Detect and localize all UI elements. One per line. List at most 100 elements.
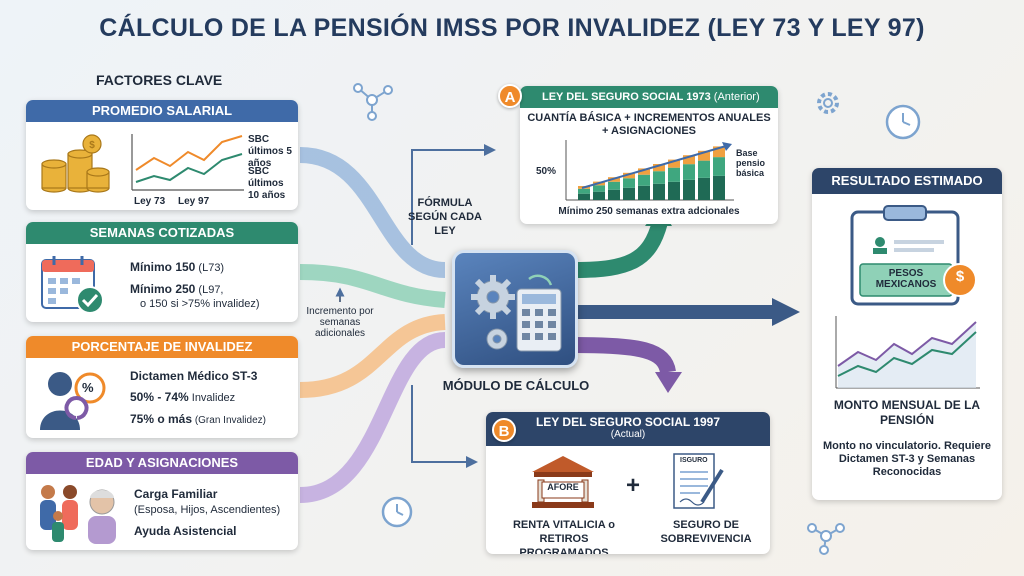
family-icon <box>40 485 116 544</box>
arrow-to-ley73 <box>411 144 496 245</box>
ley73-bar-segment <box>668 181 680 200</box>
factores-label: FACTORES CLAVE <box>96 72 223 88</box>
monto-label: MONTO MENSUAL DE LA PENSIÓN <box>833 398 981 427</box>
ley73-bar-segment <box>608 189 620 200</box>
flow-band-blue <box>299 147 446 278</box>
growth-line-chart <box>835 316 980 389</box>
ley73-subtitle: CUANTÍA BÁSICA + INCREMENTOS ANUALES+ AS… <box>527 112 771 137</box>
flow-band-green <box>299 264 446 308</box>
card-edad-asignaciones: EDAD Y ASIGNACIONES Carga Familiar (Espo… <box>26 452 298 550</box>
axis-label-ley73: Ley 73 <box>134 196 166 207</box>
semanas-line1: Mínimo 150 (L73) <box>130 260 225 274</box>
afore-label: AFORE <box>547 482 579 492</box>
incremento-label: Incremento por semanas adicionales <box>306 306 374 339</box>
semanas-line3: o 150 si >75% invalidez) <box>140 298 260 310</box>
porcentaje-line3: 75% o más (Gran Invalidez) <box>130 412 266 426</box>
legend-sbc-5: SBC últimos 5 años <box>248 134 292 169</box>
page-title: CÁLCULO DE LA PENSIÓN IMSS POR INVALIDEZ… <box>99 14 925 42</box>
ley73-bar-segment <box>608 181 620 190</box>
edad-line2: (Esposa, Hijos, Ascendientes) <box>134 504 281 516</box>
percent-symbol: % <box>82 380 94 395</box>
ley73-bar-segment <box>668 159 680 168</box>
calculation-module <box>452 250 578 368</box>
ley73-bar-segment <box>668 167 680 182</box>
semanas-line2: Mínimo 250 (L97, <box>130 282 224 296</box>
ley73-pct: 50% <box>536 166 557 177</box>
doc-label: ISGURO <box>680 457 708 464</box>
arrow-to-ley97 <box>411 385 478 468</box>
salary-line-chart <box>131 134 244 191</box>
calendar-check-icon <box>41 256 104 314</box>
ley73-bar-segment <box>713 175 725 200</box>
dollar-icon: $ <box>955 268 965 285</box>
ley73-bar-chart <box>565 140 734 201</box>
plus-sign: + <box>626 472 641 499</box>
arrow-purple-down <box>574 337 676 374</box>
card-ley-1997: LEY DEL SEGURO SOCIAL 1997 (Actual) AFOR… <box>486 412 770 554</box>
ley73-bar-segment <box>683 155 695 165</box>
arrow-green-up <box>574 219 668 278</box>
gears-calculator-icon <box>471 274 562 352</box>
card-header: RESULTADO ESTIMADO <box>812 168 1002 194</box>
clipboard-icon <box>850 205 977 306</box>
ley73-bar-segment <box>653 183 665 200</box>
edad-line1: Carga Familiar <box>134 487 218 501</box>
pesos-label: PESOS MEXICANOS <box>875 268 937 290</box>
ley73-bar-segment <box>653 171 665 184</box>
ley73-bar-segment <box>698 150 710 161</box>
molecule-icon-2 <box>807 523 845 555</box>
card-porcentaje-invalidez: PORCENTAJE DE INVALIDEZ % Dictamen Médic… <box>26 336 298 438</box>
card-promedio-salarial: PROMEDIO SALARIAL $ Ley 73 Ley 97 SBC úl… <box>26 100 298 210</box>
card-semanas-cotizadas: SEMANAS COTIZADAS Mínimo 150 (L73) Mínim… <box>26 222 298 322</box>
card-header: PORCENTAJE DE INVALIDEZ <box>26 336 298 358</box>
ley73-bar-segment <box>578 193 590 200</box>
ley73-bar-segment <box>638 185 650 200</box>
ley73-bar-segment <box>638 174 650 186</box>
card-header: LEY DEL SEGURO SOCIAL 1973 (Anterior) <box>520 86 778 108</box>
flow-band-purple <box>299 332 446 503</box>
ley73-minimo: Mínimo 250 semanas extra adcionales <box>558 206 740 217</box>
flow-band-orange <box>299 314 446 398</box>
card-header: EDAD Y ASIGNACIONES <box>26 452 298 474</box>
badge-b: B <box>492 418 516 442</box>
molecule-icon <box>353 83 393 121</box>
legend-sbc-10: SBC últimos 10 años <box>248 166 286 201</box>
ley73-bar-segment <box>578 188 590 194</box>
ley73-bar-segment <box>593 185 605 192</box>
axis-label-ley97: Ley 97 <box>178 196 210 207</box>
ley73-bar-segment <box>698 160 710 178</box>
ley73-bar-segment <box>638 168 650 175</box>
clock-icon-2 <box>381 496 413 528</box>
person-percent-icon <box>40 372 106 430</box>
ley73-bar-segment <box>683 179 695 200</box>
badge-a: A <box>498 84 522 108</box>
card-ley-1973: LEY DEL SEGURO SOCIAL 1973 (Anterior) CU… <box>520 86 778 224</box>
ley73-bar-segment <box>623 172 635 179</box>
nota-label: Monto no vinculatorio. Requiere Dictamen… <box>822 440 992 478</box>
bank-icon <box>532 456 594 508</box>
modulo-label: MÓDULO DE CÁLCULO <box>442 378 590 393</box>
coins-icon: $ <box>41 134 110 193</box>
ley73-bar-segment <box>713 146 725 158</box>
ley73-bar-segment <box>653 164 665 172</box>
renta-vitalicia-label: RENTA VITALICIA o RETIROS PROGRAMADOS <box>512 519 616 554</box>
card-header: PROMEDIO SALARIAL <box>26 100 298 122</box>
ley73-bar-segment <box>593 191 605 200</box>
document-pen-icon <box>673 453 724 509</box>
card-resultado: RESULTADO ESTIMADO PESOS MEXICANOS $ MON… <box>812 168 1002 500</box>
ley73-bar-segment <box>623 187 635 200</box>
ley73-bar-segment <box>698 177 710 200</box>
svg-text:$: $ <box>89 140 95 151</box>
formula-label: FÓRMULA SEGÚN CADA LEY <box>408 197 482 237</box>
seguro-sobrevivencia-label: SEGURO DE SOBREVIVENCIA <box>660 519 752 545</box>
gear-icon <box>817 92 839 114</box>
card-header: LEY DEL SEGURO SOCIAL 1997 (Actual) <box>486 412 770 446</box>
ley73-bar-segment <box>683 164 695 180</box>
clock-icon <box>885 104 921 140</box>
ley73-bar-segment <box>713 157 725 176</box>
ley73-bar-segment <box>623 178 635 188</box>
card-header: SEMANAS COTIZADAS <box>26 222 298 244</box>
porcentaje-line2: 50% - 74% Invalidez <box>130 390 236 404</box>
porcentaje-line1: Dictamen Médico ST-3 <box>130 369 258 383</box>
